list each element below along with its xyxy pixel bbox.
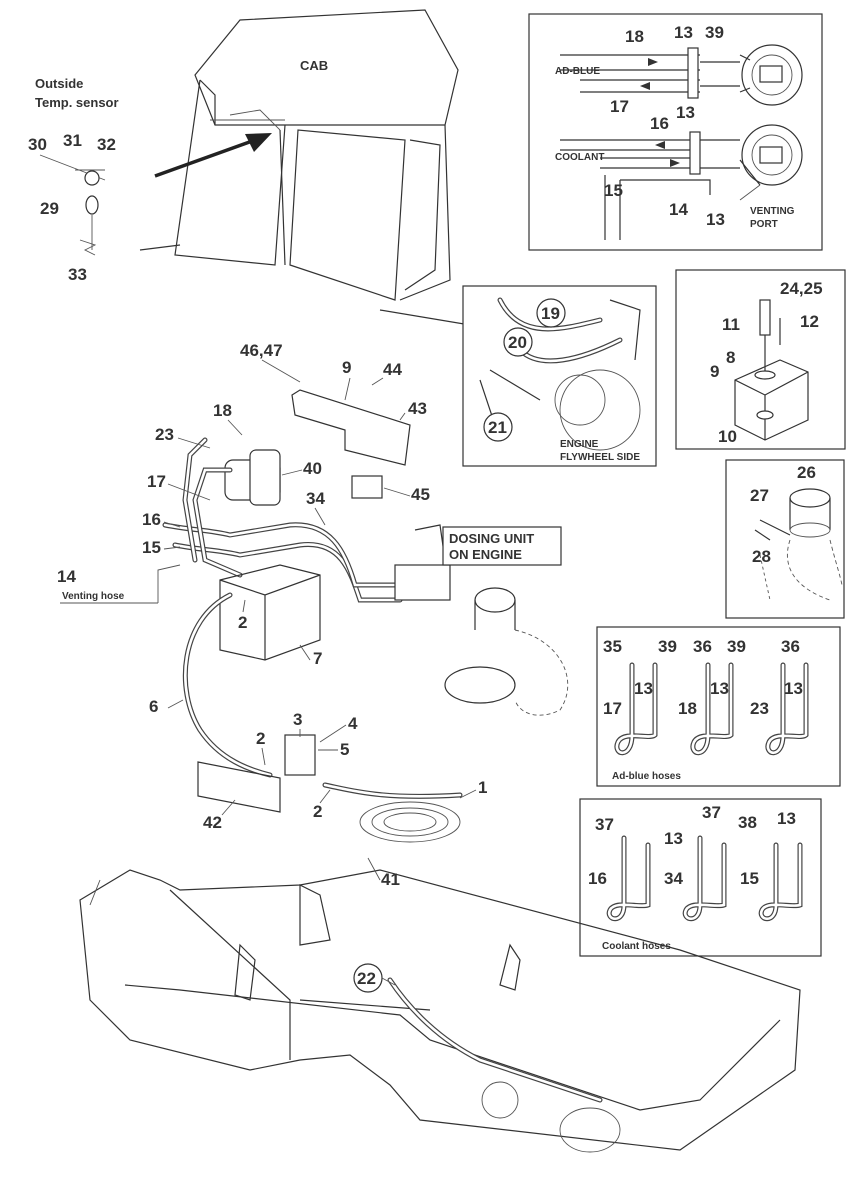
sensor-title-line2: Temp. sensor bbox=[35, 95, 119, 110]
part-13: 13 bbox=[634, 679, 653, 698]
part-2: 2 bbox=[313, 802, 322, 821]
temp-sensor-drawing bbox=[39, 154, 106, 256]
part-33: 33 bbox=[68, 265, 87, 284]
inset-adblue-hoses-frame bbox=[596, 626, 841, 787]
part-29: 29 bbox=[40, 199, 59, 218]
part-24-25: 24,25 bbox=[780, 279, 823, 298]
part-35: 35 bbox=[603, 637, 622, 656]
part-19: 19 bbox=[541, 304, 560, 323]
part-34: 34 bbox=[664, 869, 683, 888]
coolant-hoses-caption: Coolant hoses bbox=[602, 941, 671, 952]
part-6: 6 bbox=[149, 697, 158, 716]
part-41: 41 bbox=[381, 870, 400, 889]
part-16: 16 bbox=[142, 510, 161, 529]
part-39: 39 bbox=[705, 23, 724, 42]
part-14: 14 bbox=[57, 567, 76, 586]
part-18: 18 bbox=[678, 699, 697, 718]
main-assembly-drawing bbox=[79, 389, 801, 1153]
part-38: 38 bbox=[738, 813, 757, 832]
part-13: 13 bbox=[777, 809, 796, 828]
engine-drawing bbox=[479, 297, 641, 451]
adblue-hoses-drawing bbox=[614, 662, 809, 756]
part-13: 13 bbox=[706, 210, 725, 229]
part-36: 36 bbox=[781, 637, 800, 656]
part-15: 15 bbox=[604, 181, 623, 200]
part-23: 23 bbox=[155, 425, 174, 444]
part-13: 13 bbox=[676, 103, 695, 122]
part-43: 43 bbox=[408, 399, 427, 418]
part-13: 13 bbox=[664, 829, 683, 848]
tank-top-drawing bbox=[560, 44, 803, 240]
cab-pointer-arrow bbox=[154, 133, 272, 178]
venting-port-line2: PORT bbox=[750, 219, 778, 230]
part-17: 17 bbox=[610, 97, 629, 116]
venting-hose-label: Venting hose bbox=[62, 591, 125, 602]
part-18: 18 bbox=[213, 401, 232, 420]
sensor-title-line1: Outside bbox=[35, 76, 83, 91]
part-10: 10 bbox=[718, 427, 737, 446]
part-13: 13 bbox=[710, 679, 729, 698]
part-1: 1 bbox=[478, 778, 487, 797]
part-32: 32 bbox=[97, 135, 116, 154]
part-4: 4 bbox=[348, 714, 358, 733]
part-13: 13 bbox=[674, 23, 693, 42]
dosing-unit-line2: ON ENGINE bbox=[449, 547, 522, 562]
part-30: 30 bbox=[28, 135, 47, 154]
part-17: 17 bbox=[147, 472, 166, 491]
part-9: 9 bbox=[710, 362, 719, 381]
part-7: 7 bbox=[313, 649, 322, 668]
part-34: 34 bbox=[306, 489, 325, 508]
inset-sensor-frame bbox=[725, 459, 845, 619]
part-36: 36 bbox=[693, 637, 712, 656]
part-37: 37 bbox=[595, 815, 614, 834]
dosing-unit-line1: DOSING UNIT bbox=[449, 531, 534, 546]
leader-lines bbox=[163, 359, 477, 986]
part-3: 3 bbox=[293, 710, 302, 729]
part-23: 23 bbox=[750, 699, 769, 718]
part-28: 28 bbox=[752, 547, 771, 566]
part-15: 15 bbox=[740, 869, 759, 888]
part-40: 40 bbox=[303, 459, 322, 478]
adblue-hoses-caption: Ad-blue hoses bbox=[612, 771, 681, 782]
part-46-47: 46,47 bbox=[240, 341, 283, 360]
engine-caption-line2: FLYWHEEL SIDE bbox=[560, 452, 640, 463]
part-15: 15 bbox=[142, 538, 161, 557]
dosing-unit-label-box bbox=[442, 526, 562, 566]
part-13: 13 bbox=[784, 679, 803, 698]
part-5: 5 bbox=[340, 740, 349, 759]
part-14: 14 bbox=[669, 200, 688, 219]
part-22: 22 bbox=[357, 969, 376, 988]
part-12: 12 bbox=[800, 312, 819, 331]
part-31: 31 bbox=[63, 131, 82, 150]
part-42: 42 bbox=[203, 813, 222, 832]
tank-detail-drawing bbox=[734, 299, 809, 441]
part-8: 8 bbox=[726, 348, 735, 367]
part-2: 2 bbox=[256, 729, 265, 748]
coolant-hoses-drawing bbox=[606, 835, 803, 922]
part-26: 26 bbox=[797, 463, 816, 482]
coolant-label: COOLANT bbox=[555, 152, 604, 163]
part-37: 37 bbox=[702, 803, 721, 822]
part-44: 44 bbox=[383, 360, 402, 379]
part-20: 20 bbox=[508, 333, 527, 352]
sensor-drawing bbox=[754, 488, 843, 601]
engine-caption-line1: ENGINE bbox=[560, 439, 599, 450]
part-16: 16 bbox=[650, 114, 669, 133]
part-11: 11 bbox=[722, 315, 740, 334]
part-21: 21 bbox=[488, 418, 507, 437]
part-2: 2 bbox=[238, 613, 247, 632]
adblue-label: AD-BLUE bbox=[555, 66, 600, 77]
part-45: 45 bbox=[411, 485, 430, 504]
part-16: 16 bbox=[588, 869, 607, 888]
part-27: 27 bbox=[750, 486, 769, 505]
venting-port-line1: VENTING bbox=[750, 206, 795, 217]
cab-title: CAB bbox=[300, 58, 328, 73]
part-39: 39 bbox=[658, 637, 677, 656]
part-39: 39 bbox=[727, 637, 746, 656]
cab-drawing bbox=[139, 9, 501, 331]
part-9: 9 bbox=[342, 358, 351, 377]
part-18: 18 bbox=[625, 27, 644, 46]
part-17: 17 bbox=[603, 699, 622, 718]
